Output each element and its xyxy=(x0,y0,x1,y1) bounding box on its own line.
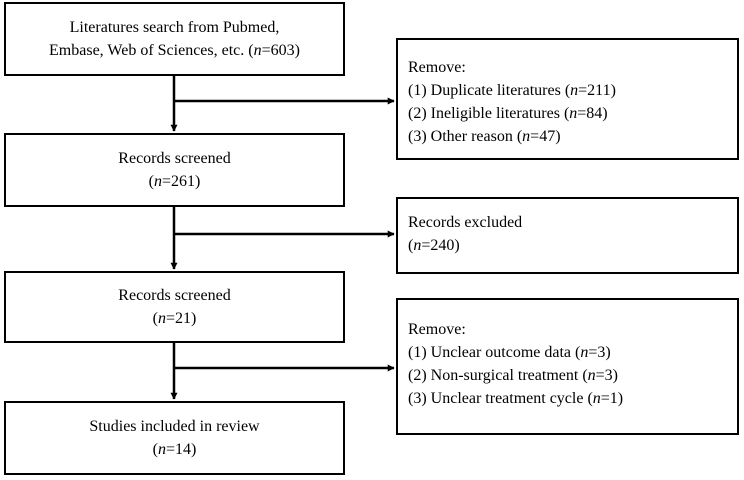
search-line-1: Literatures search from Pubmed, xyxy=(69,19,280,36)
records-screened-box-2: Records screened (n=21) xyxy=(4,271,345,343)
search-box: Literatures search from Pubmed, Embase, … xyxy=(4,2,345,76)
remove-1-item-2: (2) Ineligible literatures (n=84) xyxy=(408,105,608,122)
included-line-1: Studies included in review xyxy=(89,418,260,435)
search-line-2: Embase, Web of Sciences, etc. (n=603) xyxy=(49,42,300,59)
remove-box-2: Remove: (1) Unclear outcome data (n=3) (… xyxy=(396,298,739,435)
screened-1-line-2: (n=261) xyxy=(148,173,201,190)
records-screened-box-1: Records screened (n=261) xyxy=(4,133,345,207)
remove-2-item-1: (1) Unclear outcome data (n=3) xyxy=(408,344,611,361)
remove-2-item-3: (3) Unclear treatment cycle (n=1) xyxy=(408,390,624,407)
excluded-line-2: (n=240) xyxy=(408,237,460,254)
remove-2-item-2: (2) Non-surgical treatment (n=3) xyxy=(408,367,618,384)
remove-1-item-3: (3) Other reason (n=47) xyxy=(408,128,561,145)
remove-1-header: Remove: xyxy=(408,59,466,76)
studies-included-box: Studies included in review (n=14) xyxy=(4,401,345,475)
remove-box-1: Remove: (1) Duplicate literatures (n=211… xyxy=(396,38,739,160)
screened-2-line-1: Records screened xyxy=(118,287,231,304)
screened-2-line-2: (n=21) xyxy=(152,310,197,327)
screened-1-line-1: Records screened xyxy=(118,150,231,167)
records-excluded-box: Records excluded (n=240) xyxy=(396,197,739,274)
remove-2-header: Remove: xyxy=(408,321,466,338)
remove-1-item-1: (1) Duplicate literatures (n=211) xyxy=(408,82,616,99)
excluded-line-1: Records excluded xyxy=(408,214,523,231)
included-line-2: (n=14) xyxy=(152,441,197,458)
